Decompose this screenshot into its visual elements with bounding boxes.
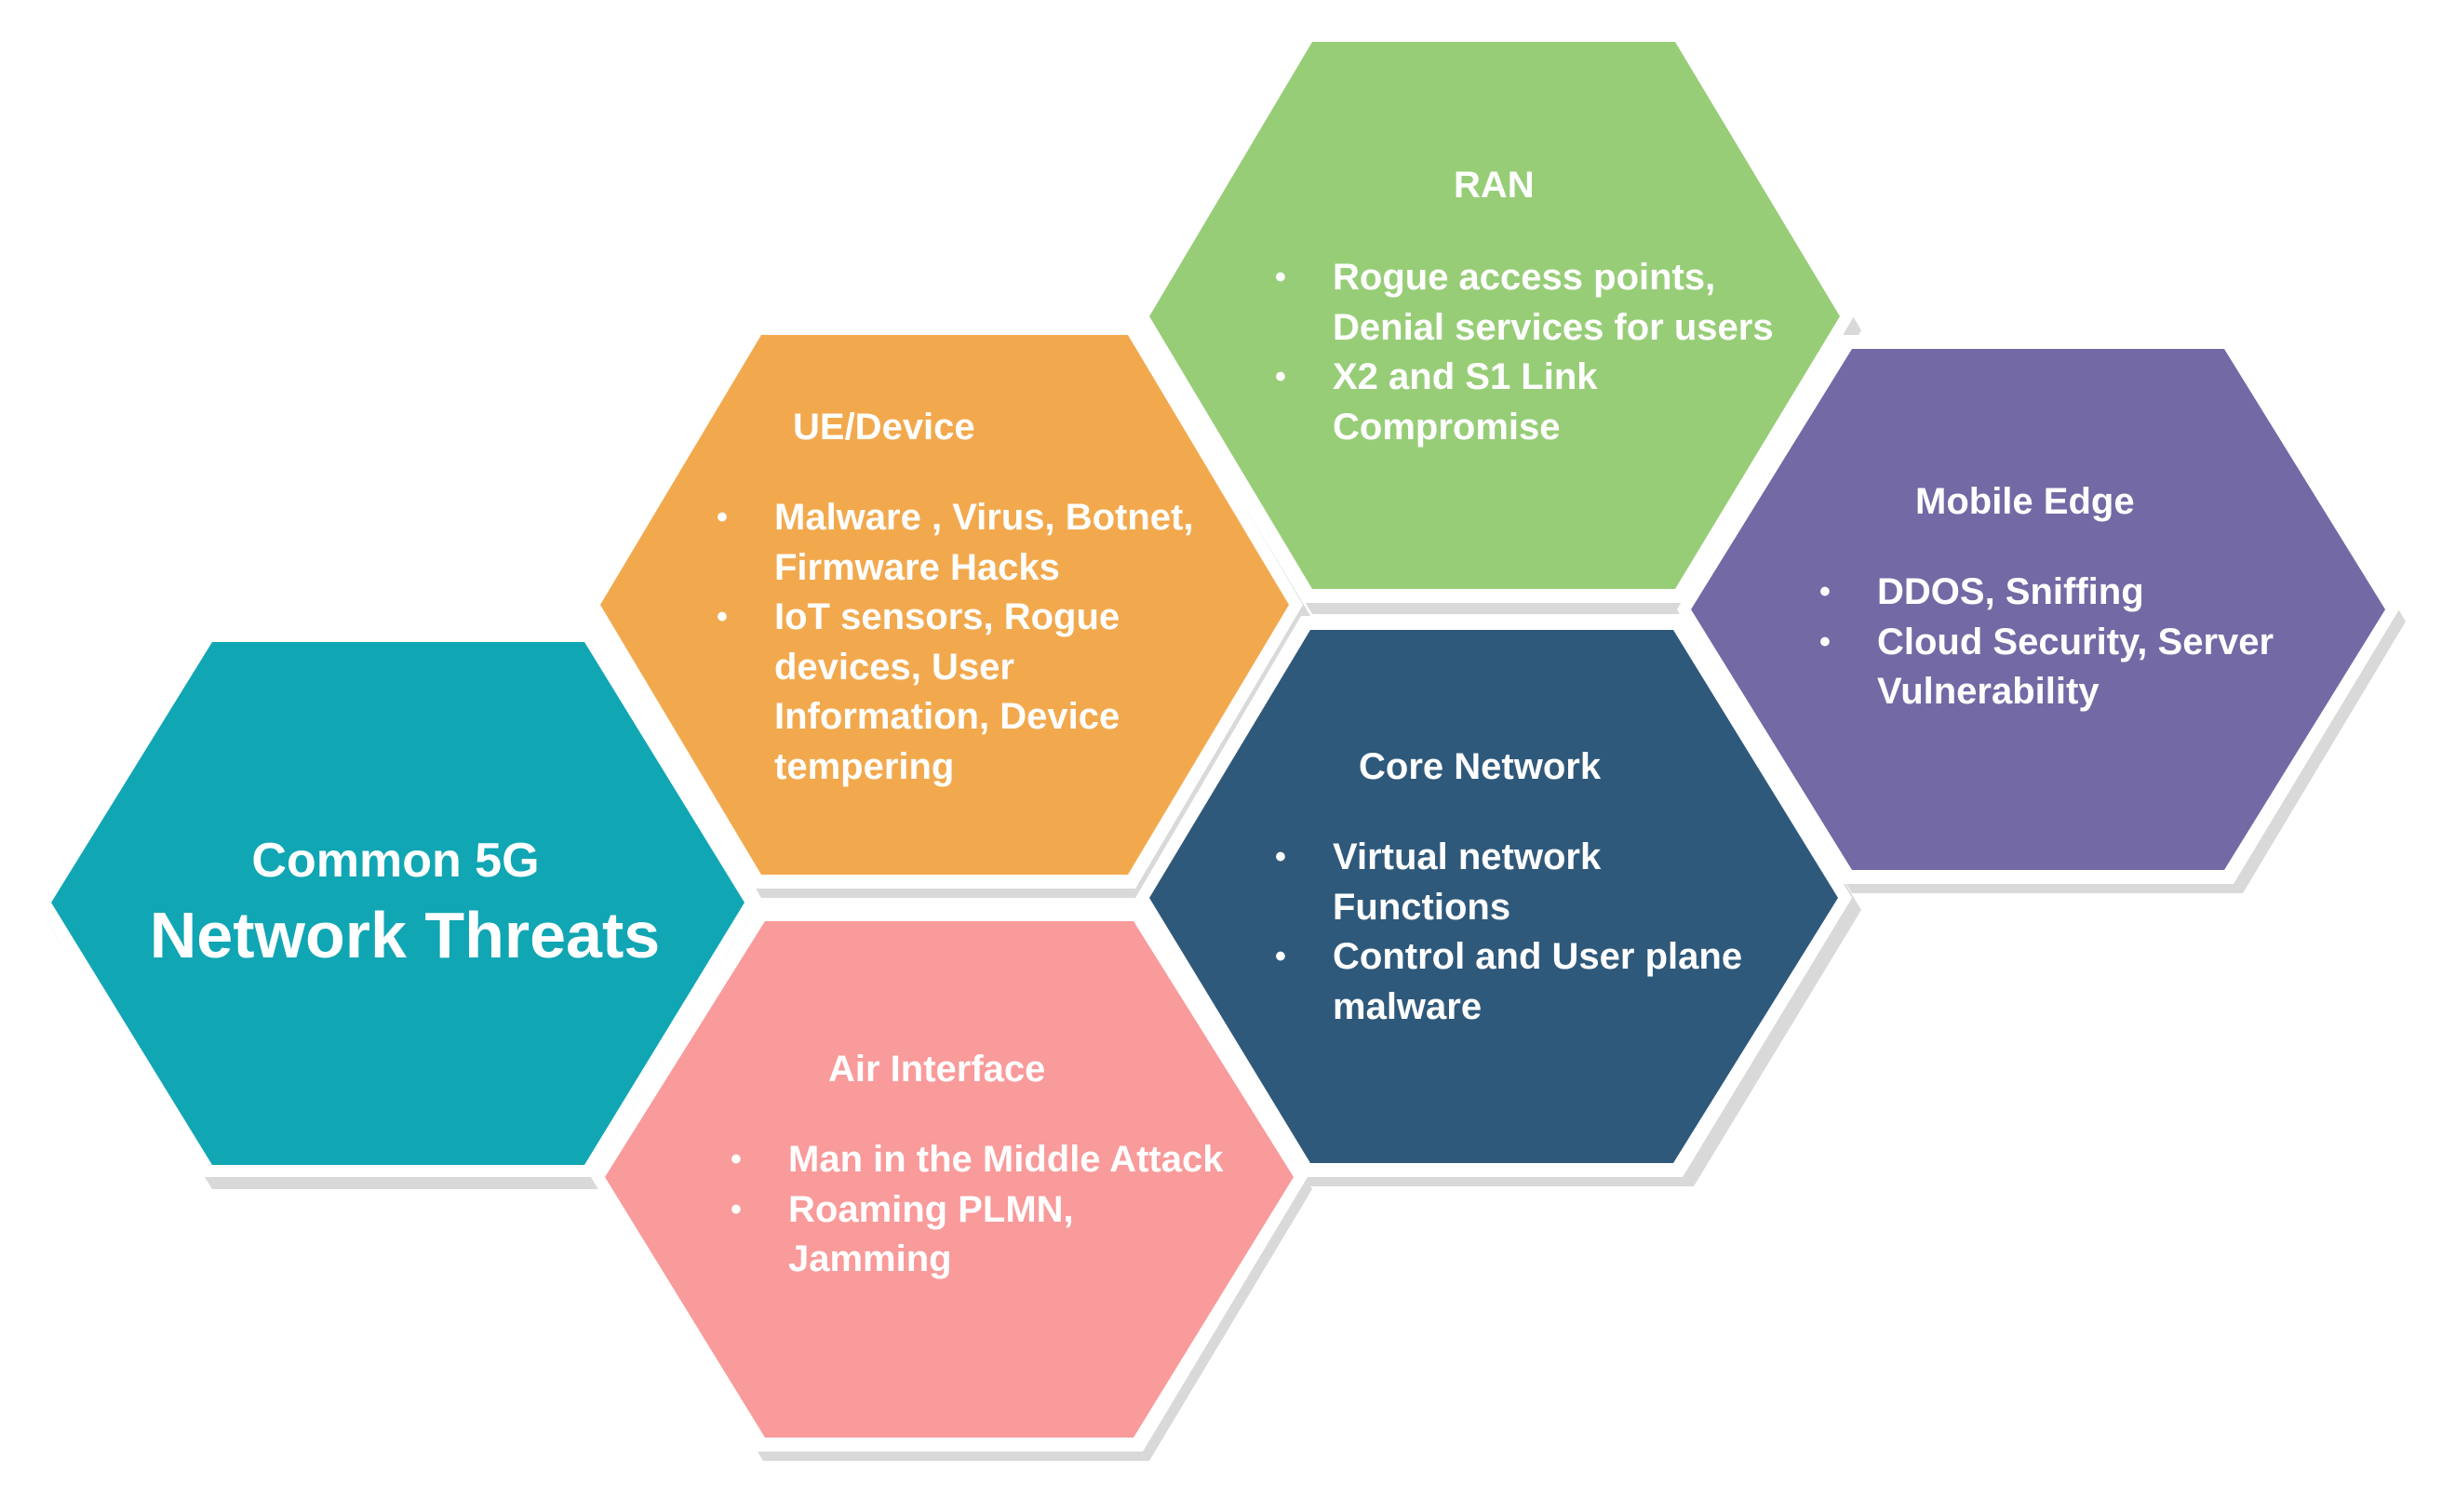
ue-device-bullets: Malware , Virus, Botnet, Firmware Hacks … (717, 493, 1194, 792)
ran-bullets: Rogue access points, Denial services for… (1275, 253, 1774, 452)
bullet-line: Jamming (788, 1238, 952, 1279)
bullet-line: DDOS, Sniffing (1877, 571, 2144, 612)
bullet-line: Information, Device (774, 696, 1120, 737)
bullet-line: Malware , Virus, Botnet, (774, 497, 1194, 538)
bullet-line: devices, User (774, 646, 1014, 688)
core-network-title: Core Network (1359, 746, 1602, 787)
bullet-line: Rogue access points, (1333, 257, 1716, 298)
bullet-line: Control and User plane (1333, 936, 1743, 977)
ran-title: RAN (1454, 165, 1535, 206)
bullet-line: Vulnerability (1877, 671, 2100, 712)
ran-bullet: Rogue access points, Denial services for… (1275, 253, 1774, 353)
bullet-line: Cloud Security, Server (1877, 621, 2274, 662)
ue-device-bullet: Malware , Virus, Botnet, Firmware Hacks (717, 493, 1194, 593)
bullet-line: Compromise (1333, 406, 1561, 448)
bullet-line: X2 and S1 Link (1333, 356, 1598, 397)
core-network-bullet: Control and User plane malware (1275, 932, 1742, 1032)
bullet-line: Functions (1333, 886, 1511, 928)
bullet-line: malware (1333, 985, 1483, 1027)
mobile-edge-bullet: Cloud Security, Server Vulnerability (1819, 618, 2274, 717)
center-title-line1: Common 5G (251, 834, 540, 888)
bullet-line: Firmware Hacks (774, 546, 1060, 588)
bullet-line: Virtual network (1333, 836, 1602, 877)
mobile-edge-title: Mobile Edge (1915, 481, 2135, 522)
bullet-line: Man in the Middle Attack (788, 1139, 1224, 1180)
bullet-line: Roaming PLMN, (788, 1188, 1074, 1230)
core-network-bullet: Virtual network Functions (1275, 833, 1742, 932)
mobile-edge-bullets: DDOS, Sniffing Cloud Security, Server Vu… (1819, 568, 2274, 717)
air-interface-bullet: Roaming PLMN, Jamming (731, 1185, 1223, 1285)
ue-device-bullet: IoT sensors, Rogue devices, User Informa… (717, 593, 1194, 792)
hex-center (51, 642, 745, 1165)
bullet-line: Denial services for users (1333, 306, 1774, 348)
mobile-edge-bullet: DDOS, Sniffing (1819, 568, 2274, 618)
center-title-line2: Network Threats (149, 899, 661, 971)
bullet-line: IoT sensors, Rogue (774, 596, 1120, 637)
ue-device-title: UE/Device (793, 407, 975, 448)
air-interface-bullets: Man in the Middle Attack Roaming PLMN, J… (731, 1135, 1223, 1285)
ran-bullet: X2 and S1 Link Compromise (1275, 353, 1774, 452)
air-interface-title: Air Interface (828, 1049, 1046, 1090)
bullet-line: tempering (774, 745, 955, 787)
core-network-bullets: Virtual network Functions Control and Us… (1275, 833, 1742, 1032)
air-interface-bullet: Man in the Middle Attack (731, 1135, 1223, 1185)
